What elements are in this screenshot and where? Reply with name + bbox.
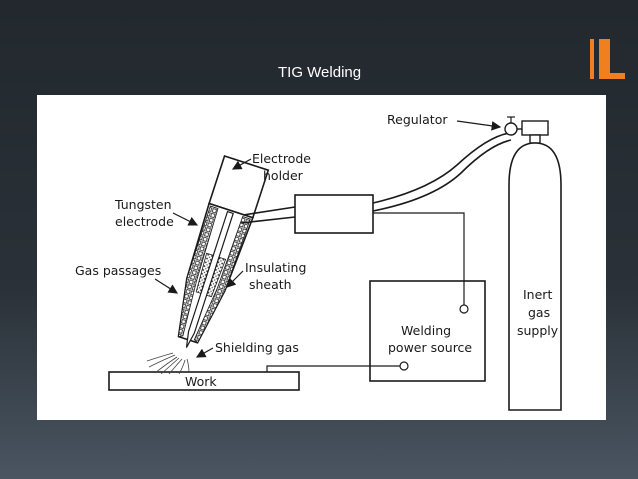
diagram-canvas: Work Regulator Inert gas supply bbox=[75, 112, 562, 411]
gas-cylinder bbox=[508, 142, 562, 411]
work-ground-cable bbox=[266, 365, 400, 372]
insulating-label-1: Insulating bbox=[245, 260, 306, 275]
insulating-sheath-left bbox=[178, 205, 219, 338]
torch-power-cable bbox=[373, 212, 465, 305]
power-terminal-bottom bbox=[399, 361, 409, 371]
tungsten-arrow bbox=[172, 212, 199, 226]
tungsten-label-1: Tungsten bbox=[114, 197, 172, 212]
tungsten-label-2: electrode bbox=[115, 214, 174, 229]
slide-title: TIG Welding bbox=[278, 64, 362, 81]
power-source-label-1: Welding bbox=[401, 323, 451, 338]
gas-supply-label-1: Inert bbox=[523, 287, 552, 302]
gas-supply-label-2: gas bbox=[528, 305, 550, 320]
accent-bar-thick bbox=[599, 39, 610, 79]
shielding-gas-arrow bbox=[195, 347, 214, 358]
work-label: Work bbox=[185, 374, 217, 389]
hose-connector-box bbox=[294, 194, 374, 234]
tig-welding-diagram: Work Regulator Inert gas supply bbox=[37, 95, 606, 420]
power-source-label-2: power source bbox=[388, 340, 472, 355]
insulating-label-2: sheath bbox=[249, 277, 292, 292]
gas-passages-label: Gas passages bbox=[75, 263, 161, 278]
torch-hose-lower bbox=[240, 216, 296, 224]
accent-bar-base bbox=[599, 73, 625, 79]
welding-power-source bbox=[369, 280, 486, 382]
electrode-holder-label-1: Electrode bbox=[252, 151, 311, 166]
insulating-arrow bbox=[226, 270, 244, 288]
gas-passages-arrow bbox=[154, 278, 179, 294]
gas-supply-label-3: supply bbox=[517, 323, 559, 338]
regulator-arrow bbox=[456, 120, 502, 131]
regulator-body bbox=[521, 120, 549, 136]
insulating-sheath-right bbox=[193, 216, 251, 344]
shielding-gas-label: Shielding gas bbox=[215, 340, 299, 355]
accent-bar-thin bbox=[590, 39, 594, 79]
gas-hose-lower bbox=[372, 139, 512, 212]
torch-hose bbox=[242, 206, 296, 216]
power-terminal-top bbox=[459, 304, 469, 314]
tungsten-electrode bbox=[185, 210, 234, 348]
electrode-holder-arrow bbox=[231, 158, 252, 170]
accent-logo-mark bbox=[590, 39, 626, 79]
shielding-gas-spray bbox=[146, 352, 190, 375]
welding-torch bbox=[177, 154, 270, 348]
electrode-holder-label-2: holder bbox=[263, 168, 304, 183]
work-piece bbox=[108, 371, 300, 391]
regulator-gauge bbox=[504, 122, 518, 136]
regulator-label: Regulator bbox=[387, 112, 448, 127]
cylinder-valve bbox=[529, 134, 541, 144]
gas-hose-upper bbox=[372, 132, 510, 204]
